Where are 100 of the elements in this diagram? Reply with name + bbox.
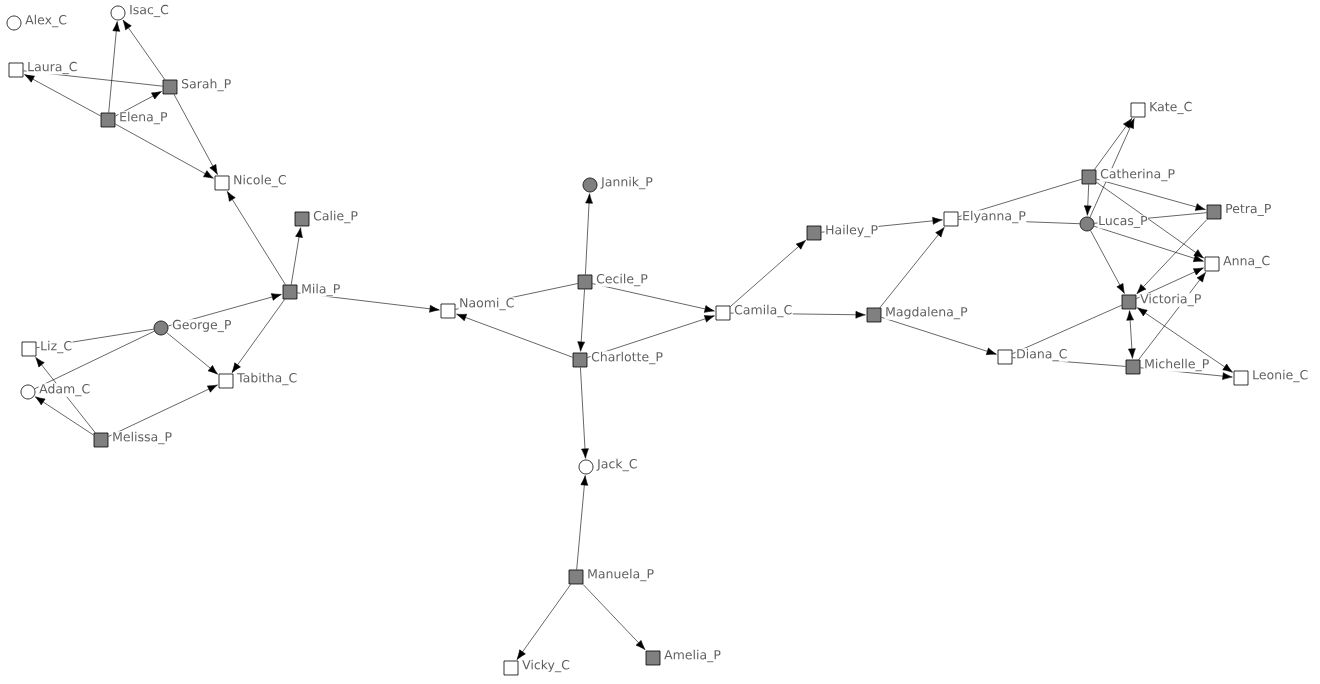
arrow — [108, 384, 218, 437]
node-label: Alex_C — [24, 14, 68, 28]
node-square — [943, 211, 959, 227]
node-label: Magdalena_P — [884, 306, 969, 320]
node-label: Kate_C — [1148, 101, 1193, 115]
arrow — [1090, 230, 1125, 294]
node-circle — [1079, 216, 1095, 232]
arrow — [1137, 307, 1233, 373]
arrow — [582, 584, 646, 650]
node-label: Calie_P — [312, 210, 359, 224]
node-label: Lucas_P — [1097, 215, 1149, 229]
node-label: Sarah_P — [180, 78, 232, 92]
arrow — [1136, 219, 1208, 294]
node-label: Jannik_P — [600, 176, 654, 190]
node-label: Catherina_P — [1099, 168, 1176, 182]
node-label: Amelia_P — [663, 649, 722, 663]
node-square — [440, 303, 456, 319]
node-label: Charlotte_P — [590, 351, 664, 365]
node-square — [503, 660, 519, 676]
node-label: Leonie_C — [1251, 369, 1309, 383]
node-label: Jack_C — [596, 458, 639, 472]
node-square — [806, 225, 822, 241]
arrow — [115, 123, 214, 179]
arrow — [730, 240, 806, 307]
arrow — [1096, 181, 1204, 259]
node-circle — [578, 459, 594, 475]
arrow — [879, 227, 945, 308]
arrow — [24, 74, 101, 117]
node-label: George_P — [171, 319, 232, 333]
node-label: Elena_P — [118, 111, 169, 125]
node-label: Naomi_C — [458, 297, 515, 311]
arrow — [1096, 178, 1206, 211]
node-circle — [582, 177, 598, 193]
node-label: Vicky_C — [521, 659, 571, 673]
arrow — [122, 19, 166, 80]
node-square — [568, 569, 584, 585]
node-square — [100, 112, 116, 128]
node-label: Hailey_P — [824, 224, 879, 238]
arrow — [576, 475, 589, 570]
arrow — [1093, 225, 1204, 262]
node-label: Victoria_P — [1139, 293, 1202, 307]
arrow — [577, 289, 585, 352]
node-square — [21, 341, 37, 357]
node-square — [214, 175, 230, 191]
arrow — [231, 299, 285, 373]
node-square — [282, 284, 298, 300]
node-label: Nicole_C — [232, 174, 288, 188]
arrow — [881, 317, 997, 355]
node-label: Elyanna_P — [961, 210, 1027, 224]
arrow — [516, 584, 572, 660]
node-label: Melissa_P — [111, 431, 173, 445]
node-square — [1204, 256, 1220, 272]
node-label: Petra_P — [1224, 203, 1272, 217]
node-square — [997, 349, 1013, 365]
node-square — [1233, 370, 1249, 386]
arrow — [34, 396, 94, 436]
node-label: Diana_C — [1015, 348, 1068, 362]
arrow — [290, 227, 303, 285]
arrow — [1084, 184, 1092, 216]
node-label: Camila_C — [733, 304, 793, 318]
node-square — [93, 432, 109, 448]
node-square — [1130, 102, 1146, 118]
arrow — [108, 21, 121, 113]
node-square — [1206, 204, 1222, 220]
arrow — [227, 191, 286, 285]
node-square — [866, 307, 882, 323]
arrow — [1094, 118, 1133, 170]
node-label: Laura_C — [26, 61, 78, 75]
arrow — [456, 313, 573, 358]
node-label: Isac_C — [128, 4, 170, 18]
arrow — [580, 367, 589, 459]
arrow — [173, 94, 218, 175]
node-label: Liz_C — [39, 340, 73, 354]
arrow — [115, 91, 162, 117]
node-square — [162, 79, 178, 95]
node-square — [218, 373, 234, 389]
arrow — [592, 283, 715, 313]
node-label: Cecile_P — [595, 273, 649, 287]
node-circle — [153, 320, 169, 336]
node-square — [715, 305, 731, 321]
arrow — [1126, 310, 1136, 359]
node-square — [645, 650, 661, 666]
node-label: Anna_C — [1222, 255, 1271, 269]
node-square — [1081, 169, 1097, 185]
node-label: Michelle_P — [1143, 358, 1210, 372]
node-square — [577, 274, 593, 290]
node-square — [8, 62, 24, 78]
node-label: Manuela_P — [586, 568, 655, 582]
node-circle — [20, 384, 36, 400]
node-label: Tabitha_C — [236, 372, 298, 386]
node-circle — [6, 15, 22, 31]
node-square — [572, 352, 588, 368]
node-label: Mila_P — [300, 283, 341, 297]
node-square — [1125, 359, 1141, 375]
node-label: Adam_C — [38, 383, 91, 397]
arrow — [166, 332, 218, 375]
arrow — [1136, 267, 1204, 299]
node-square — [294, 211, 310, 227]
node-circle — [110, 5, 126, 21]
node-square — [1121, 294, 1137, 310]
